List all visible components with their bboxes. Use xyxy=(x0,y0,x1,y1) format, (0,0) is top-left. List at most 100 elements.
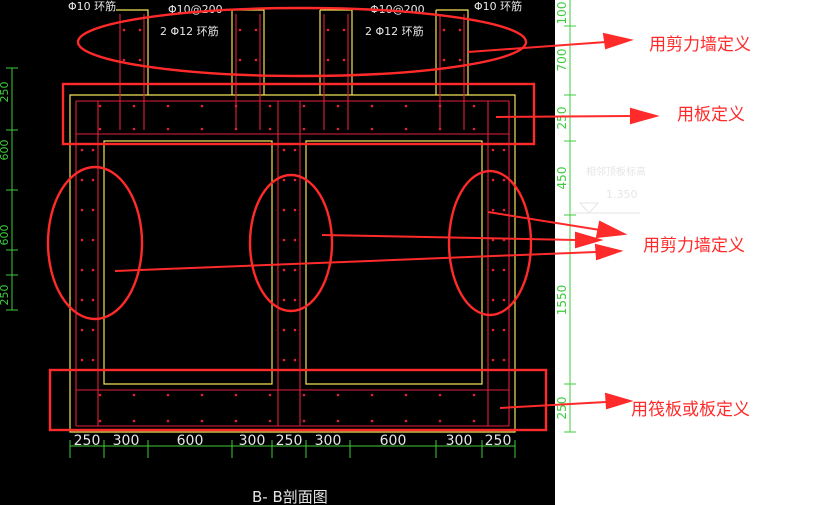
rebar-dot xyxy=(234,104,238,108)
elevation-note: 相邻顶板标高 xyxy=(586,165,646,178)
rebar-dot xyxy=(282,178,286,182)
rebar-dot xyxy=(91,238,95,242)
rebar-dot xyxy=(336,127,340,131)
left-dim-4: 250 xyxy=(0,285,11,306)
rebar-dot xyxy=(268,393,272,397)
arrow-head-2 xyxy=(630,107,660,125)
rebar-dot xyxy=(502,268,506,272)
rebar-dot xyxy=(122,58,126,62)
rebar-dot xyxy=(336,419,340,423)
arrow-head-3a xyxy=(595,220,628,239)
rebar-dot xyxy=(282,328,286,332)
rebar-dot xyxy=(98,127,102,131)
rebar-dot xyxy=(282,208,286,212)
rebar-dot xyxy=(404,127,408,131)
rebar-dot xyxy=(502,298,506,302)
rebar-dot xyxy=(472,127,476,131)
rebar-dot xyxy=(80,298,84,302)
rebar-dot xyxy=(370,127,374,131)
rebar-dot xyxy=(80,178,84,182)
rebar-right-wall xyxy=(487,101,510,426)
rebar-dot xyxy=(91,208,95,212)
rebar-dot xyxy=(132,419,136,423)
rebar-left-wall xyxy=(75,101,99,426)
rebar-dot xyxy=(491,268,495,272)
rebar-dot xyxy=(442,58,446,62)
right-dim-texts: 100 700 250 450 1550 250 xyxy=(555,2,569,420)
rebar-dot xyxy=(491,148,495,152)
rebar-dot xyxy=(234,419,238,423)
outer-wall-outline xyxy=(69,94,516,433)
rebar-dot xyxy=(293,268,297,272)
rebar-top-slab xyxy=(76,100,509,135)
rebar-dot xyxy=(438,393,442,397)
rebar-dot xyxy=(238,28,242,32)
rebar-dot xyxy=(293,148,297,152)
rebar-dot xyxy=(293,238,297,242)
rebar-dot xyxy=(238,58,242,62)
ring-text-1: 2 Φ12 环筋 xyxy=(160,24,219,38)
rebar-dot xyxy=(438,104,442,108)
box-top-slab xyxy=(61,82,536,146)
rebar-dot xyxy=(458,58,462,62)
left-dim-3: 600 xyxy=(0,225,11,246)
annotation-arrows xyxy=(114,32,660,410)
elevation-triangle xyxy=(578,202,600,214)
left-dim-ticks xyxy=(6,67,18,311)
rebar-stub-2 xyxy=(235,14,261,130)
rebar-dot xyxy=(166,393,170,397)
rebar-dot xyxy=(91,298,95,302)
rebar-dot xyxy=(293,328,297,332)
rebar-stub-4 xyxy=(439,14,465,130)
rebar-stub-3 xyxy=(323,14,349,130)
right-dim-4: 450 xyxy=(555,167,569,190)
rebar-dot xyxy=(138,28,142,32)
rebar-dot xyxy=(370,393,374,397)
rebar-dot xyxy=(254,58,258,62)
left-dim-1: 250 xyxy=(0,82,11,103)
arrow-shaft-3b xyxy=(321,234,577,241)
bottom-dim-7: 600 xyxy=(380,433,407,449)
structure-outline xyxy=(69,9,516,433)
rebar-dot xyxy=(91,268,95,272)
ellipse-left-wall xyxy=(46,165,144,321)
left-dimension-chain xyxy=(6,67,18,311)
ellipse-right-wall xyxy=(447,169,533,317)
ellipse-top-walls xyxy=(76,6,528,78)
rebar-dot xyxy=(166,127,170,131)
rebar-dot xyxy=(200,104,204,108)
right-dim-ticks xyxy=(564,25,576,433)
arrow-head-3b xyxy=(575,231,604,249)
rebar-dot xyxy=(166,419,170,423)
rebar-dot xyxy=(491,178,495,182)
annotation-raft-slab: 用筏板或板定义 xyxy=(631,400,750,420)
rebar-dot xyxy=(302,127,306,131)
rebar-dot xyxy=(458,28,462,32)
rebar-dot xyxy=(438,127,442,131)
top-text-4: Φ10 环筋 xyxy=(474,0,522,13)
rebar-dot xyxy=(491,208,495,212)
rebar-dot xyxy=(293,358,297,362)
elevation-value: 1.350 xyxy=(606,188,638,201)
rebar-dot xyxy=(91,148,95,152)
arrow-head-4 xyxy=(604,392,634,410)
rebar-dot xyxy=(234,127,238,131)
bottom-dim-ticks xyxy=(69,440,516,458)
rebar-dot xyxy=(370,104,374,108)
rebar-dot xyxy=(282,238,286,242)
annotation-shear-wall-top: 用剪力墙定义 xyxy=(649,35,751,55)
rebar-dot xyxy=(91,328,95,332)
rebar-dot xyxy=(98,104,102,108)
rebar-dot xyxy=(80,358,84,362)
rebar-dot xyxy=(268,419,272,423)
bottom-dim-6: 300 xyxy=(315,433,342,449)
rebar-dot xyxy=(342,58,346,62)
rebar-dot xyxy=(502,148,506,152)
rebar-dot xyxy=(234,393,238,397)
rebar-dot xyxy=(491,358,495,362)
rebar-dot xyxy=(302,104,306,108)
rebar-dot xyxy=(132,104,136,108)
rebar-dot xyxy=(254,28,258,32)
rebar-dot xyxy=(268,127,272,131)
